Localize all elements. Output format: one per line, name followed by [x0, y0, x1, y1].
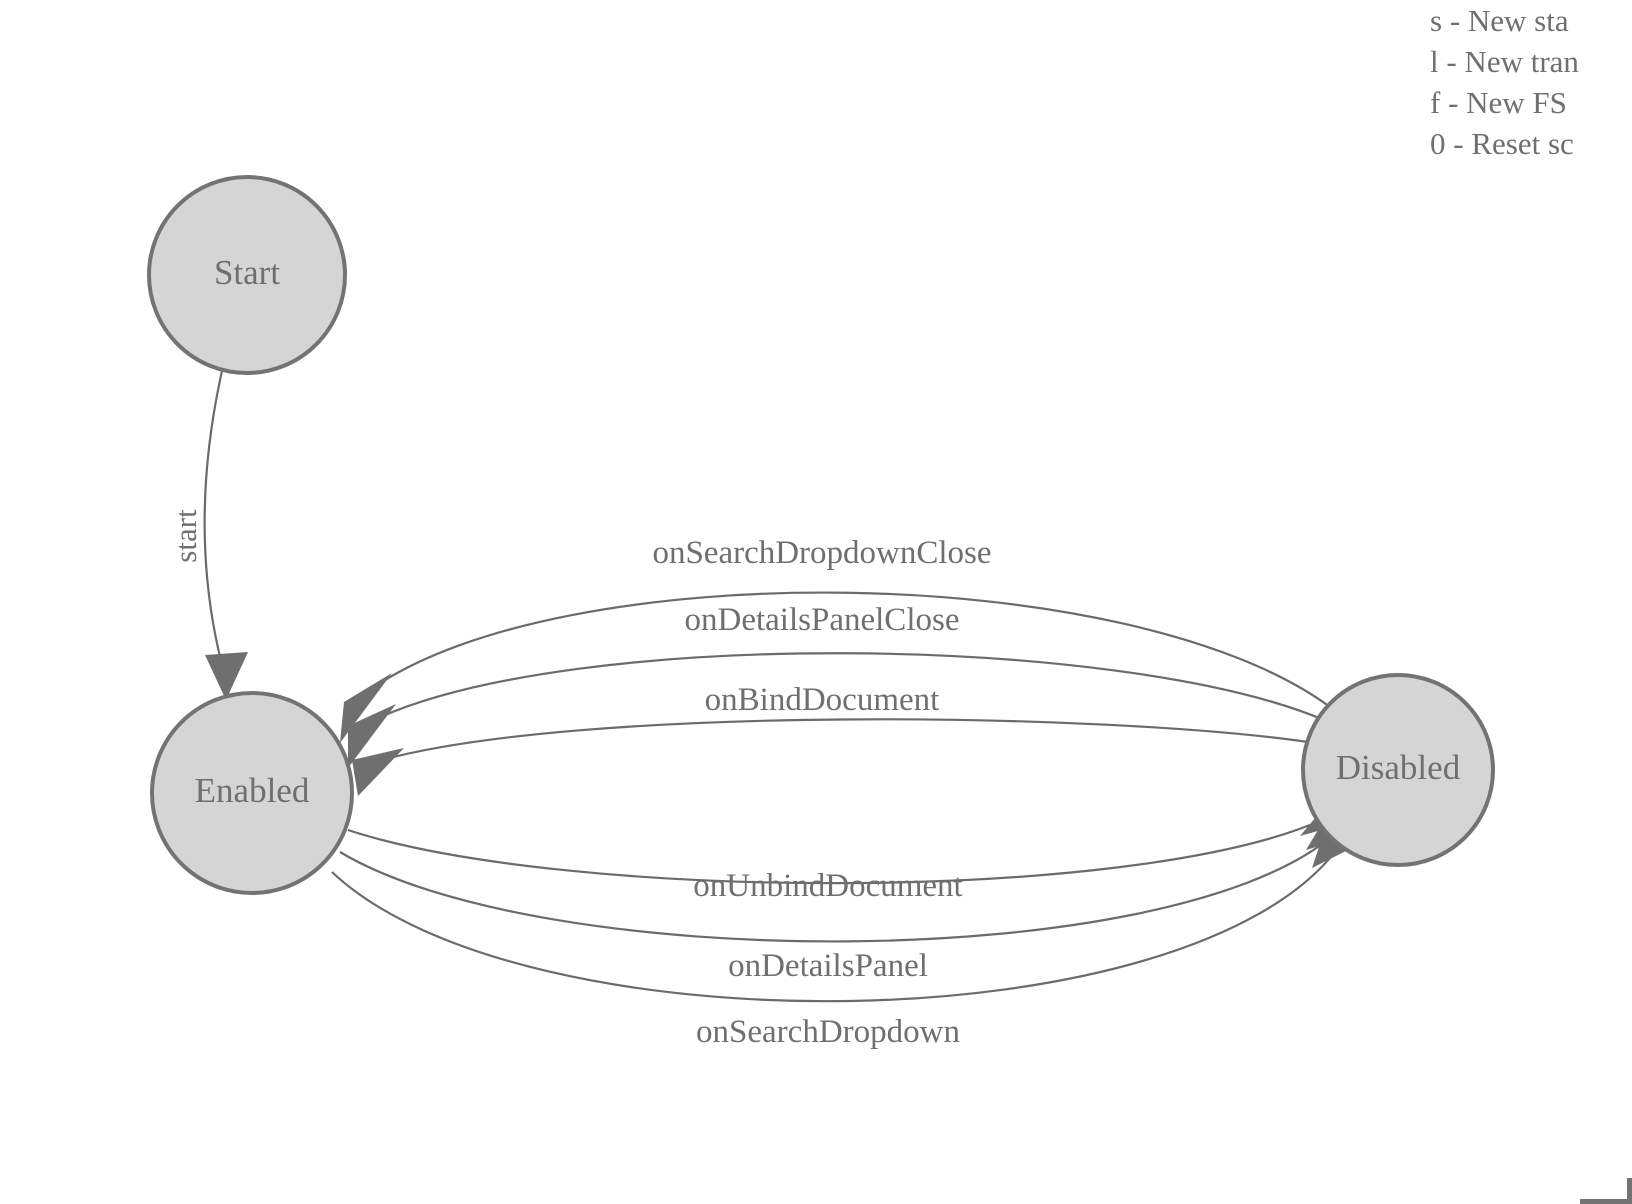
state-node-start-label: Start	[214, 253, 280, 292]
resize-corner-bar-horizontal	[1580, 1199, 1632, 1204]
transition-onsearchdropdownclose[interactable]: onSearchDropdownClose	[340, 535, 1331, 743]
transition-onunbinddocument-label: onUnbindDocument	[693, 868, 962, 904]
resize-corner-bar-vertical	[1627, 1178, 1632, 1204]
legend-line-new-transition: l - New tran	[1430, 44, 1579, 79]
transition-onbinddocument-arrowhead	[352, 748, 404, 796]
transition-onsearchdropdownclose-path	[369, 591, 1331, 708]
state-node-disabled[interactable]: Disabled	[1301, 673, 1495, 867]
transition-ondetailspanelclose-arrowhead	[348, 704, 396, 768]
transition-start-label: start	[168, 509, 203, 563]
legend-line-new-fsm: f - New FS	[1430, 85, 1567, 120]
legend-line-new-state: s - New sta	[1430, 3, 1569, 38]
keyboard-shortcuts-legend: s - New sta l - New tran f - New FS 0 - …	[1430, 0, 1632, 164]
state-node-start[interactable]: Start	[147, 175, 347, 375]
transition-ondetailspanel-path	[339, 837, 1331, 943]
transition-start-arrowhead	[205, 652, 248, 700]
transition-onsearchdropdownclose-label: onSearchDropdownClose	[652, 535, 991, 571]
state-node-start-circle	[147, 175, 347, 375]
transition-start-path	[203, 370, 224, 666]
resize-corner-handle[interactable]	[1574, 1176, 1632, 1204]
transition-onsearchdropdown-label: onSearchDropdown	[696, 1014, 960, 1050]
state-node-enabled-circle	[150, 691, 354, 895]
transition-ondetailspanelclose-label: onDetailsPanelClose	[685, 602, 960, 638]
transition-ondetailspanelclose[interactable]: onDetailsPanelClose	[348, 602, 1325, 768]
transition-ondetailspanelclose-path	[373, 652, 1325, 722]
transition-onbinddocument[interactable]: onBindDocument	[352, 682, 1309, 796]
transition-onunbinddocument[interactable]: onUnbindDocument	[347, 786, 1350, 904]
state-node-disabled-circle	[1301, 673, 1495, 867]
state-node-enabled[interactable]: Enabled	[150, 691, 354, 895]
legend-line-reset: 0 - Reset sc	[1430, 126, 1574, 161]
transition-onbinddocument-label: onBindDocument	[705, 682, 940, 718]
transition-ondetailspanel-label: onDetailsPanel	[728, 948, 928, 984]
transition-start[interactable]: start	[168, 370, 248, 700]
transition-onbinddocument-path	[381, 718, 1309, 762]
transition-onunbinddocument-path	[347, 818, 1323, 885]
state-node-disabled-label: Disabled	[1336, 748, 1461, 787]
transition-onsearchdropdown[interactable]: onSearchDropdown	[331, 814, 1356, 1050]
transition-onsearchdropdown-path	[331, 847, 1339, 1003]
state-node-enabled-label: Enabled	[195, 771, 310, 810]
